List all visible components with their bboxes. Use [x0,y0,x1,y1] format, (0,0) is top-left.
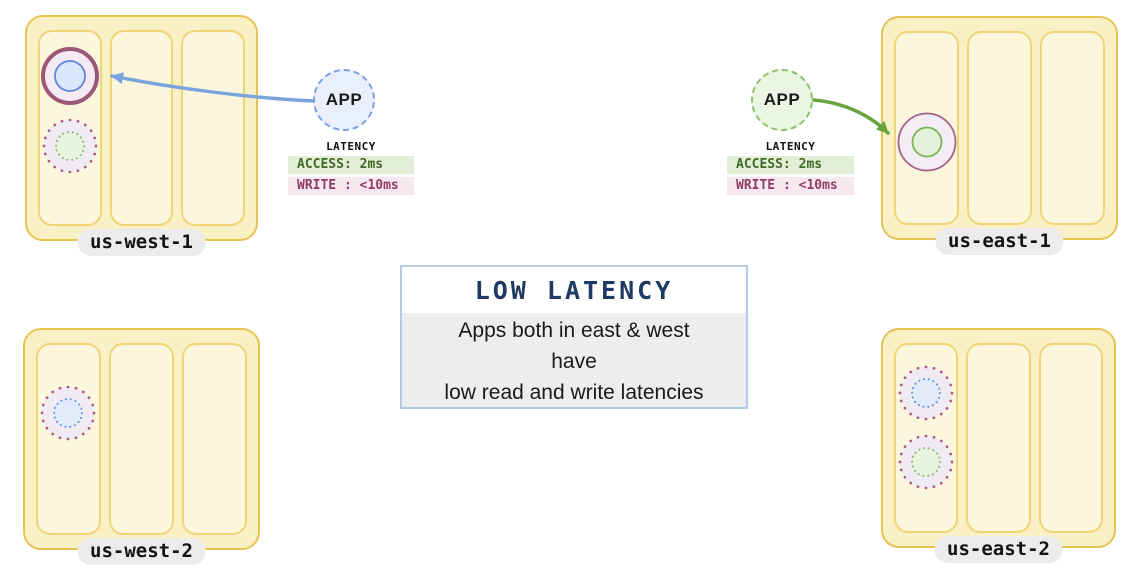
callout-line: low read and write latencies [444,381,704,404]
replica-node-icon [40,385,96,441]
app-to-useast1-arrow [812,98,890,135]
availability-zone [1038,343,1103,533]
callout-line: Apps both in east & west [458,319,690,342]
availability-zone [109,343,174,535]
app-node-west-label: APP [325,90,363,109]
availability-zone [1040,31,1105,225]
primary-replica-node-icon [41,47,99,105]
region-label-us-west-2: us-west-2 [77,538,206,565]
latency-write-west: WRITE : <10ms [288,177,414,195]
availability-zone [109,30,174,226]
region-label-us-east-1: us-east-1 [935,228,1064,255]
replica-node-icon [42,118,98,174]
availability-zone [967,31,1032,225]
callout-box: LOW LATENCY Apps both in east & west hav… [400,265,748,409]
availability-zone [181,30,246,226]
replica-node-icon [897,112,957,172]
latency-title-east: LATENCY [765,140,816,153]
region-label-us-east-2: us-east-2 [934,536,1063,563]
latency-write-east: WRITE : <10ms [727,177,854,195]
callout-body: Apps both in east & west have low read a… [402,313,746,407]
app-node-east-label: APP [763,90,801,109]
availability-zone [182,343,247,535]
app-node-west: APP [313,69,375,131]
latency-access-west: ACCESS: 2ms [288,156,414,174]
callout-title: LOW LATENCY [474,275,674,305]
latency-title-west: LATENCY [326,140,376,153]
region-label-us-west-1: us-west-1 [77,229,206,256]
latency-access-east: ACCESS: 2ms [727,156,854,174]
region-us-east-2: us-east-2 [881,328,1116,563]
callout-line: have [551,350,597,373]
availability-zone [966,343,1031,533]
region-us-west-1: us-west-1 [25,15,258,256]
replica-node-icon [898,434,954,490]
app-node-east: APP [751,69,813,131]
replica-node-icon [898,365,954,421]
region-us-west-2: us-west-2 [23,328,260,565]
